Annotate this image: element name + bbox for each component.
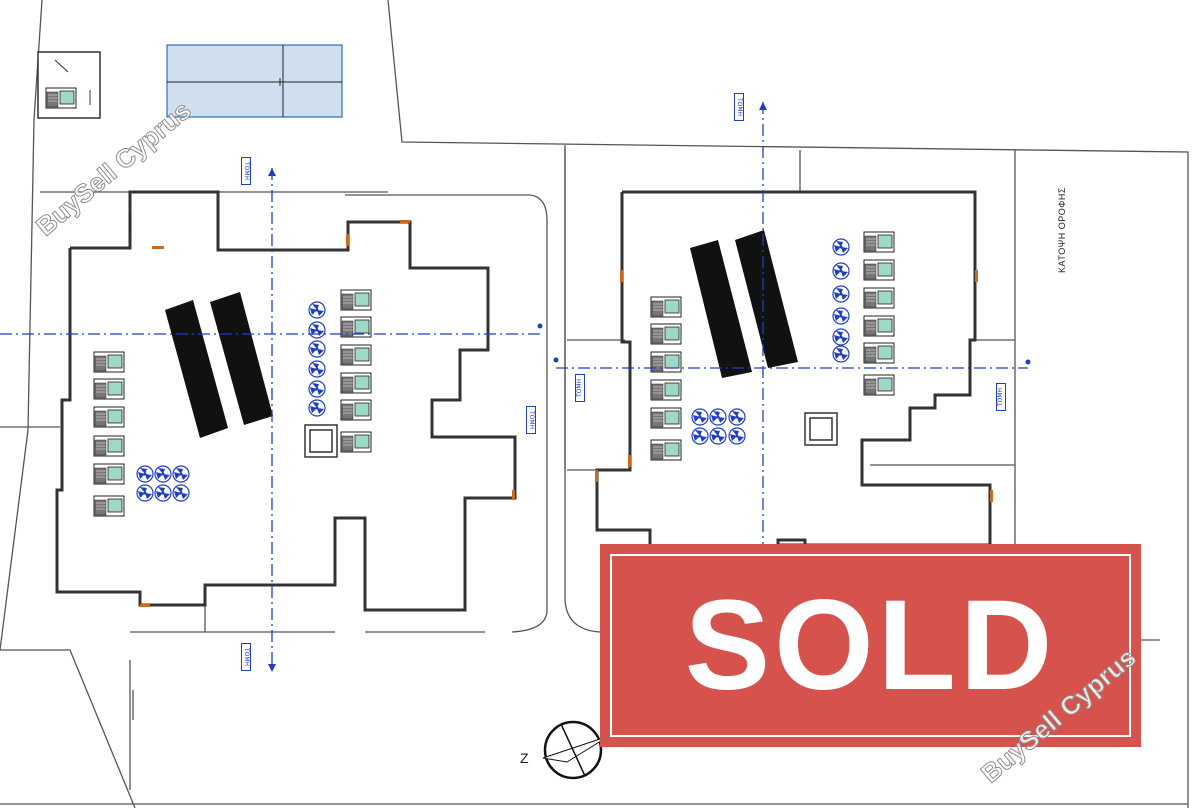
dimension-marks [129, 78, 281, 232]
pool [166, 44, 343, 118]
section-tag: ΤΟΜΗ [575, 374, 585, 402]
section-tag: ΤΟΜΗ [526, 406, 536, 434]
solar-panels-left [165, 292, 273, 438]
section-tag: ΤΟΜΗ [241, 643, 251, 671]
section-tag: ΤΟΜΗ [734, 93, 744, 121]
building-left [55, 190, 517, 612]
shafts [304, 412, 838, 458]
section-tag: ΤΟΜΗ [241, 157, 251, 185]
section-tag: ΤΟΜΗ [996, 383, 1006, 411]
sold-text: SOLD [684, 573, 1057, 717]
compass-label: Z [520, 750, 529, 766]
sold-banner-border [610, 554, 1131, 737]
door-marks [140, 220, 993, 607]
stair-box [37, 51, 101, 119]
axis-ends [268, 102, 1031, 672]
roof-plan-label: ΚΑΤΟΨΗ ΟΡΟΦΗΣ [1057, 187, 1067, 273]
compass-rose [542, 720, 610, 780]
sold-banner: SOLD [600, 544, 1141, 747]
solar-panels-right [690, 230, 798, 378]
